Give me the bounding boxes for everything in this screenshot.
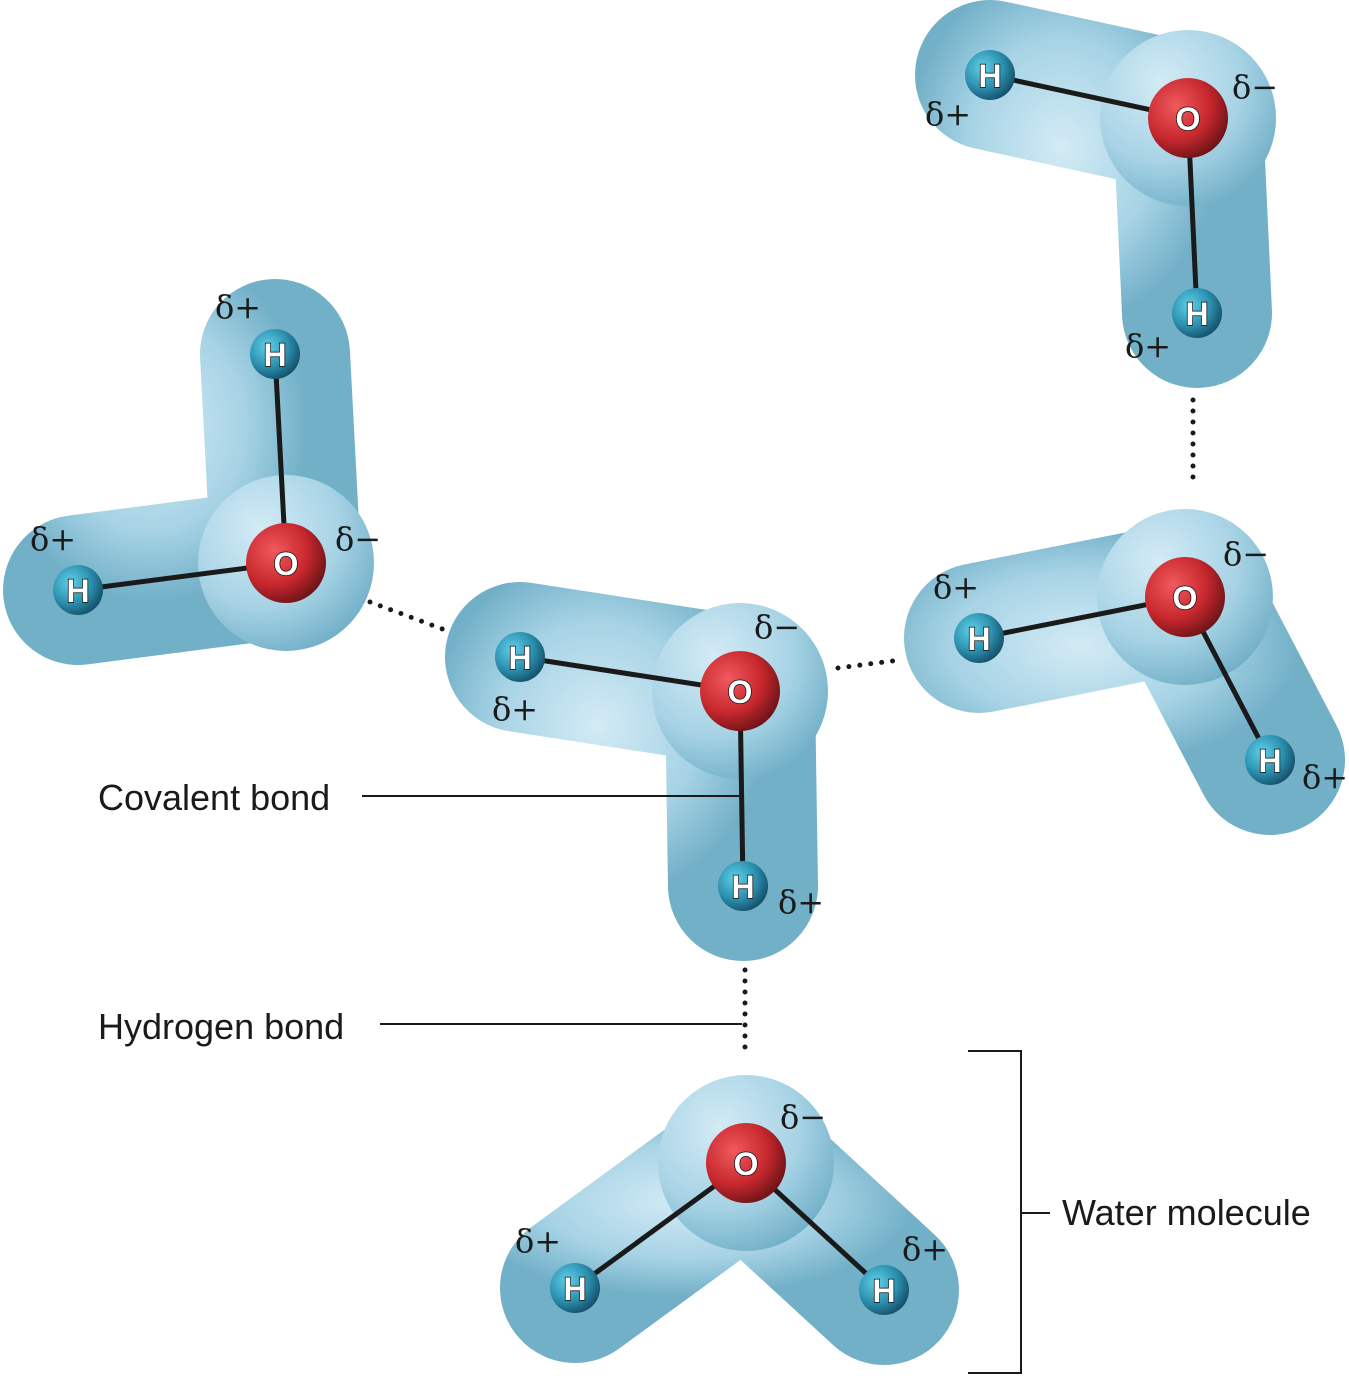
- partial-positive-charge: δ+: [902, 1230, 948, 1268]
- partial-positive-charge: δ+: [492, 690, 538, 728]
- hydrogen-symbol: H: [872, 1273, 895, 1309]
- oxygen-symbol: O: [274, 546, 299, 582]
- hydrogen-atom: [1245, 735, 1295, 785]
- water-molecule-label: Water molecule: [1062, 1192, 1311, 1233]
- water-molecule-bracket: [968, 1050, 1022, 1374]
- water-molecule-left: Hδ+Hδ+Oδ−: [30, 288, 381, 615]
- partial-negative-charge: δ−: [754, 608, 800, 646]
- partial-negative-charge: δ−: [780, 1098, 826, 1136]
- oxygen-symbol: O: [734, 1146, 759, 1182]
- hydrogen-symbol: H: [731, 869, 754, 905]
- hydrogen-symbol: H: [1258, 743, 1281, 779]
- hydrogen-atom: [859, 1265, 909, 1315]
- hydrogen-symbol: H: [66, 573, 89, 609]
- hydrogen-atom: [550, 1263, 600, 1313]
- oxygen-atom: [700, 651, 780, 731]
- hydrogen-symbol: H: [263, 337, 286, 373]
- electron-cloud-left: [3, 279, 374, 665]
- partial-negative-charge: δ−: [1223, 535, 1269, 573]
- hydrogen-symbol: H: [1185, 296, 1208, 332]
- hydrogen-atom: [250, 329, 300, 379]
- partial-positive-charge: δ+: [1125, 327, 1171, 365]
- hydrogen-bond-label: Hydrogen bond: [98, 1006, 344, 1047]
- hydrogen-atom: [1172, 288, 1222, 338]
- covalent-bond-label: Covalent bond: [98, 777, 330, 818]
- hydrogen-atom: [53, 565, 103, 615]
- water-molecule-bottom: Hδ+Hδ+Oδ−: [515, 1098, 948, 1315]
- partial-negative-charge: δ−: [335, 520, 381, 558]
- hydrogen-symbol: H: [563, 1271, 586, 1307]
- hydrogen-atom: [965, 50, 1015, 100]
- oxygen-symbol: O: [1176, 101, 1201, 137]
- hydrogen-bond: [835, 657, 903, 671]
- partial-positive-charge: δ+: [1302, 758, 1348, 796]
- oxygen-symbol: O: [1173, 580, 1198, 616]
- oxygen-atom: [246, 523, 326, 603]
- partial-positive-charge: δ+: [778, 883, 824, 921]
- oxygen-atom: [1148, 78, 1228, 158]
- partial-negative-charge: δ−: [1232, 68, 1278, 106]
- water-molecule-top-right: Hδ+Hδ+Oδ−: [925, 50, 1278, 365]
- callouts: Covalent bond Hydrogen bond Water molecu…: [98, 777, 1311, 1374]
- partial-positive-charge: δ+: [925, 95, 971, 133]
- hydrogen-symbol: H: [978, 58, 1001, 94]
- partial-positive-charge: δ+: [215, 288, 261, 326]
- hydrogen-atom: [718, 861, 768, 911]
- hydrogen-bond: [367, 599, 448, 633]
- oxygen-atom: [1145, 557, 1225, 637]
- hydrogen-symbol: H: [967, 621, 990, 657]
- hydrogen-symbol: H: [508, 640, 531, 676]
- partial-positive-charge: δ+: [515, 1222, 561, 1260]
- partial-positive-charge: δ+: [30, 520, 76, 558]
- hydrogen-atom: [495, 632, 545, 682]
- oxygen-atom: [706, 1123, 786, 1203]
- oxygen-symbol: O: [728, 674, 753, 710]
- partial-positive-charge: δ+: [933, 568, 979, 606]
- hydrogen-bonds: [367, 397, 1196, 1055]
- hydrogen-atom: [954, 613, 1004, 663]
